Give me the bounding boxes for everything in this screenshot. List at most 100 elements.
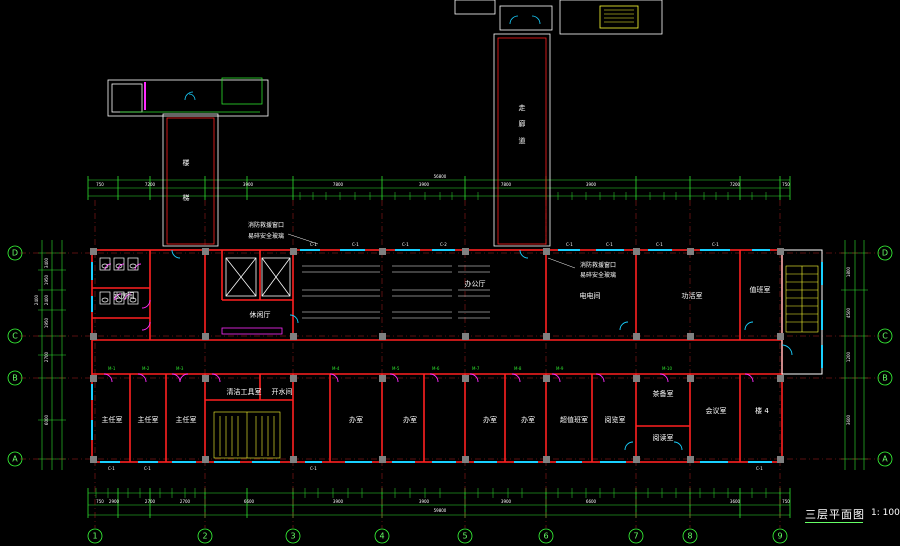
svg-text:3900: 3900 [333, 499, 344, 504]
window-tag: C-1 [402, 242, 409, 247]
svg-text:3600: 3600 [846, 414, 851, 425]
svg-text:3900: 3900 [586, 182, 597, 187]
door-tag: M-7 [472, 366, 480, 371]
room-label: 办室 [403, 415, 417, 424]
room-label: 茶备室 [653, 389, 674, 398]
svg-text:7200: 7200 [730, 182, 741, 187]
upper-structures [107, 0, 663, 247]
svg-text:1200: 1200 [846, 351, 851, 362]
axis-D-right: D [882, 249, 888, 258]
dimension-text: 56800 59800 750 7200 3900 7800 3900 7800… [34, 174, 851, 513]
window-tag: C-1 [606, 242, 613, 247]
axis-B-right: B [882, 374, 888, 383]
room-label: 休闲厅 [250, 310, 271, 319]
svg-text:3900: 3900 [501, 499, 512, 504]
window-tag: C-1 [712, 242, 719, 247]
svg-text:7800: 7800 [501, 182, 512, 187]
door-tag: M-5 [392, 366, 400, 371]
elevator-shafts [221, 257, 291, 335]
svg-text:3900: 3900 [419, 499, 430, 504]
toilet-fixtures [99, 257, 139, 305]
svg-text:750: 750 [96, 182, 104, 187]
svg-text:2400: 2400 [34, 294, 39, 305]
svg-text:7800: 7800 [333, 182, 344, 187]
room-label: 清洁工具室 [227, 387, 262, 396]
axis-C-right: C [882, 332, 888, 341]
room-label: 水房间 [114, 291, 135, 300]
room-label: 主任室 [138, 415, 159, 424]
axis-8: 8 [687, 532, 692, 541]
room-label: 电电间 [580, 291, 601, 300]
windows [91, 249, 823, 463]
svg-text:1950: 1950 [44, 317, 49, 328]
window-tag: C-1 [310, 466, 317, 471]
bottom-total-dimension: 59800 [434, 508, 447, 513]
window-tag: C-2 [440, 242, 447, 247]
drawing-title-block: 三层平面图 1: 100 [805, 506, 900, 528]
room-label: 阅读室 [653, 433, 674, 442]
svg-text:6000: 6000 [44, 414, 49, 425]
title-underline [805, 522, 863, 523]
svg-text:3900: 3900 [419, 182, 430, 187]
door-tag: M-2 [142, 366, 150, 371]
svg-text:750: 750 [96, 499, 104, 504]
dimension-lines [38, 176, 868, 518]
note-glass: 易碎安全玻璃 [248, 232, 284, 240]
note-glass: 易碎安全玻璃 [580, 271, 616, 279]
window-tag: C-1 [144, 466, 151, 471]
svg-text:1950: 1950 [44, 274, 49, 285]
axis-2: 2 [202, 532, 207, 541]
svg-text:750: 750 [782, 499, 790, 504]
room-label: 功活室 [682, 291, 703, 300]
svg-text:3400: 3400 [44, 257, 49, 268]
room-label: 会议室 [706, 406, 727, 415]
room-label: 办室 [349, 415, 363, 424]
room-label: 楼 [183, 158, 190, 167]
note-fire-exit: 消防救援窗口 [248, 221, 284, 229]
axis-3: 3 [290, 532, 295, 541]
window-tag: C-1 [108, 466, 115, 471]
svg-text:6600: 6600 [586, 499, 597, 504]
svg-text:750: 750 [782, 182, 790, 187]
svg-text:1800: 1800 [846, 266, 851, 277]
axis-1: 1 [92, 532, 97, 541]
door-tag: M-9 [556, 366, 564, 371]
door-tag: M-10 [662, 366, 672, 371]
axis-C-left: C [12, 332, 18, 341]
room-label: 办室 [521, 415, 535, 424]
svg-text:2700: 2700 [180, 499, 191, 504]
axis-9: 9 [777, 532, 782, 541]
room-label: 办室 [483, 415, 497, 424]
room-label: 办公厅 [465, 279, 486, 288]
room-label: 值班室 [750, 285, 771, 294]
doors [103, 249, 793, 451]
window-tag: C-1 [566, 242, 573, 247]
room-labels: 楼 梯 走 廊 道 休闲厅 办公厅 电电间 功活室 值班室 主任室 主任室 主任… [102, 104, 771, 442]
room-label: 走 [519, 104, 526, 112]
svg-text:7200: 7200 [145, 182, 156, 187]
svg-text:2900: 2900 [109, 499, 120, 504]
axis-5: 5 [462, 532, 467, 541]
room-label: 阅览室 [605, 415, 626, 424]
room-label: 楼 4 [755, 406, 769, 415]
seating-rows [302, 265, 490, 319]
svg-text:2700: 2700 [44, 351, 49, 362]
main-walls [91, 249, 823, 463]
door-tag: M-1 [108, 366, 116, 371]
svg-text:3900: 3900 [243, 182, 254, 187]
door-tag: M-4 [332, 366, 340, 371]
room-label: 主任室 [102, 415, 123, 424]
window-tag: C-1 [756, 466, 763, 471]
window-tag: C-1 [310, 242, 317, 247]
svg-text:2700: 2700 [145, 499, 156, 504]
room-label: 道 [519, 136, 526, 145]
axis-4: 4 [379, 532, 384, 541]
window-tag: C-1 [352, 242, 359, 247]
overall-dimension: 56800 [434, 174, 447, 179]
door-tag: M-6 [432, 366, 440, 371]
window-tag: C-1 [656, 242, 663, 247]
stairs [213, 265, 819, 459]
axis-A-right: A [882, 455, 888, 464]
svg-text:2400: 2400 [44, 294, 49, 305]
